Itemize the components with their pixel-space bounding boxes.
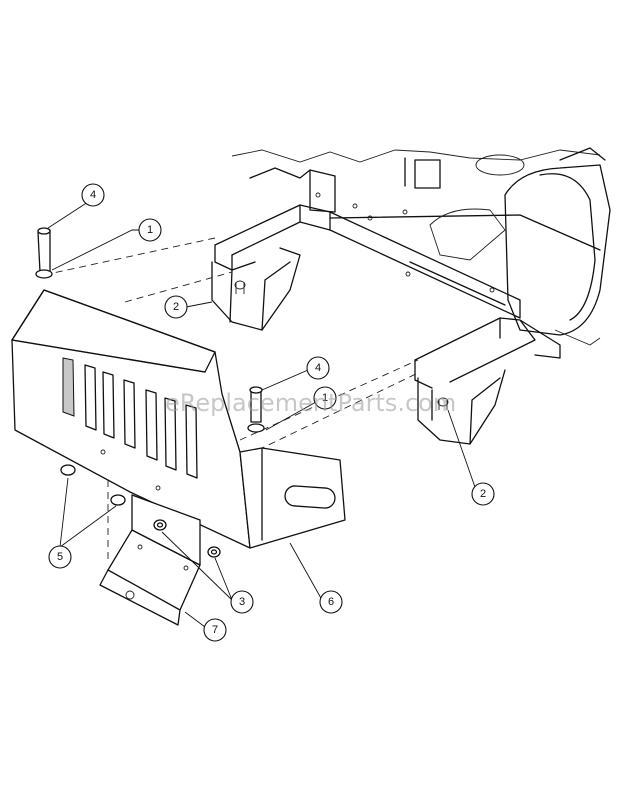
callout-6: 6 [319,590,343,614]
bracket-part [99,494,201,626]
callout-4-top: 4 [81,183,105,207]
frame-assembly [211,147,611,445]
svg-text:5: 5 [57,551,63,563]
watermark-text: eReplacementParts.com [165,389,456,417]
callout-4-right: 4 [306,356,330,380]
callout-5: 5 [48,545,72,569]
svg-text:2: 2 [173,301,179,313]
svg-text:6: 6 [328,596,334,608]
svg-text:2: 2 [480,488,486,500]
svg-text:3: 3 [239,596,245,608]
callout-2-right: 2 [471,482,495,506]
leader-lines [47,201,477,628]
callout-2-left: 2 [164,295,188,319]
callout-1-top: 1 [138,218,162,242]
callout-3: 3 [230,590,254,614]
callout-7: 7 [203,618,227,642]
svg-text:1: 1 [147,224,153,236]
svg-text:4: 4 [315,362,321,374]
callout-1-right: 1 [313,386,337,410]
svg-text:7: 7 [212,624,218,636]
svg-text:1: 1 [322,392,328,404]
svg-text:4: 4 [90,189,96,201]
hardware [35,227,265,558]
shield-part [11,289,346,549]
